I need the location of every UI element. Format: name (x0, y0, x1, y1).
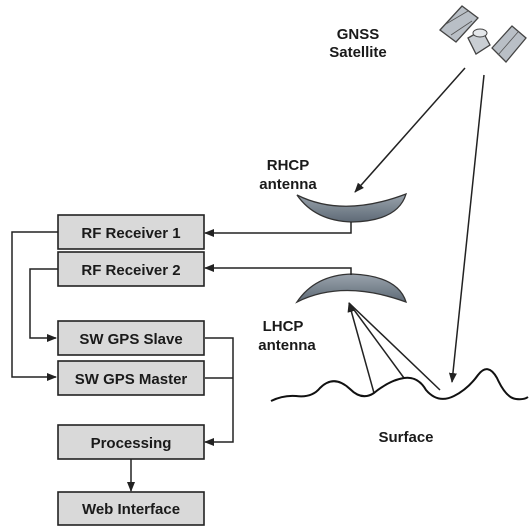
processing-label: Processing (91, 435, 172, 452)
rf1-to-master-wire (11, 231, 58, 381)
sw-gps-master-block: SW GPS Master (57, 360, 205, 396)
reflection-ray-1 (347, 302, 375, 394)
rhcp-antenna-icon (296, 192, 407, 223)
lhcp-label-line2: antenna (258, 337, 316, 354)
rhcp-label-line1: RHCP (267, 157, 310, 174)
rf2-to-slave-wire (29, 268, 58, 342)
reflection-ray-3 (348, 302, 441, 391)
slave-to-processing-wire (204, 337, 234, 446)
lhcp-antenna-icon (295, 273, 408, 304)
processing-block: Processing (57, 424, 205, 460)
web-interface-label: Web Interface (82, 501, 180, 518)
sw-gps-master-label: SW GPS Master (75, 371, 188, 388)
rhcp-label-line2: antenna (259, 176, 317, 193)
reflected-path-arrow (448, 74, 485, 383)
surface-label: Surface (378, 429, 433, 446)
rf-receiver-2-label: RF Receiver 2 (81, 262, 180, 279)
rf-receiver-2-block: RF Receiver 2 (57, 251, 205, 287)
rhcp-to-rf1-wire (204, 222, 352, 237)
surface-line (270, 368, 529, 402)
direct-signal-arrow (354, 67, 466, 193)
sw-gps-slave-block: SW GPS Slave (57, 320, 205, 356)
web-interface-block: Web Interface (57, 491, 205, 526)
sw-gps-slave-label: SW GPS Slave (79, 331, 182, 348)
reflection-ray-2 (348, 302, 405, 379)
satellite-icon (439, 5, 527, 63)
lhcp-label-line1: LHCP (263, 318, 304, 335)
rf-receiver-1-label: RF Receiver 1 (81, 225, 180, 242)
satellite-label-line1: GNSS (337, 26, 380, 43)
rf-receiver-1-block: RF Receiver 1 (57, 214, 205, 250)
lhcp-to-rf2-wire (204, 264, 352, 275)
satellite-label-line2: Satellite (329, 44, 387, 61)
